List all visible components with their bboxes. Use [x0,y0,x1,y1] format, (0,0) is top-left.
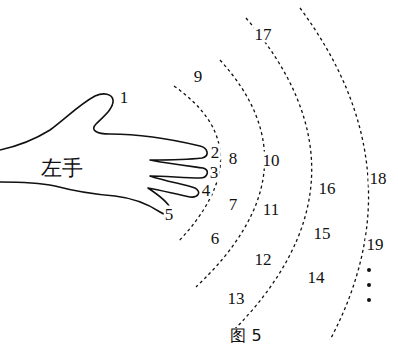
callout-number: 10 [262,152,281,169]
callout-number: 13 [227,290,246,307]
callout-number: 4 [201,182,212,199]
callout-number: 11 [262,201,280,218]
continuation-dot [367,298,371,302]
hand-label: 左手 [40,158,84,179]
callout-number: 16 [318,180,337,197]
left-hand-outline [0,94,207,214]
callout-number: 17 [254,26,273,43]
callout-number: 12 [254,251,273,268]
callout-number: 7 [228,196,239,213]
callout-number: 14 [307,269,326,286]
callout-number: 1 [119,89,130,106]
dashed-arc [230,18,312,334]
callout-number: 9 [193,68,204,85]
continuation-dot [367,283,371,287]
callout-number: 2 [210,144,221,161]
callout-number: 8 [228,150,239,167]
callout-number: 6 [210,230,221,247]
callout-number: 19 [366,236,385,253]
dashed-arc [300,8,369,340]
callout-number: 15 [313,225,332,242]
continuation-dot [367,268,371,272]
dashed-arc [174,86,221,242]
callout-number: 5 [164,206,175,223]
callout-number: 3 [209,164,220,181]
callout-number: 18 [369,170,388,187]
figure-caption: 图 5 [229,328,262,344]
